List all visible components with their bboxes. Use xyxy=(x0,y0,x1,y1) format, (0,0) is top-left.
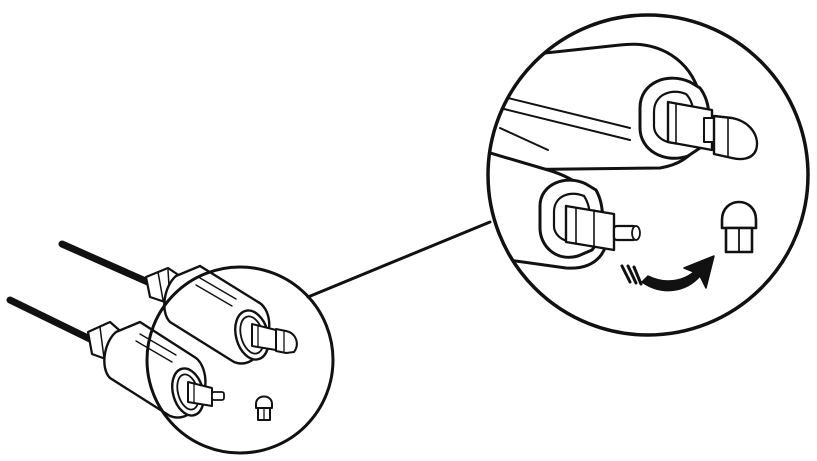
detail-cap-attached xyxy=(712,114,759,161)
connector-lower-small xyxy=(86,320,225,419)
removal-arrow-icon xyxy=(620,255,715,292)
cap-attached-small xyxy=(275,328,298,354)
detail-plug-lower xyxy=(564,204,616,252)
magnify-circle-detail xyxy=(486,13,810,337)
magnify-circle-small xyxy=(145,265,335,455)
detail-cap-removed xyxy=(720,200,758,254)
cable-lower xyxy=(6,296,96,344)
callout-line xyxy=(306,220,492,299)
detail-view xyxy=(488,42,759,270)
detail-plug-upper xyxy=(666,100,714,152)
connector-plug-lower xyxy=(187,381,213,407)
cap-removed-small xyxy=(255,395,273,421)
connector-upper-small xyxy=(144,264,298,365)
optical-pin-small xyxy=(211,391,225,401)
connector-plug-upper xyxy=(251,323,277,351)
cable-upper xyxy=(58,240,154,287)
